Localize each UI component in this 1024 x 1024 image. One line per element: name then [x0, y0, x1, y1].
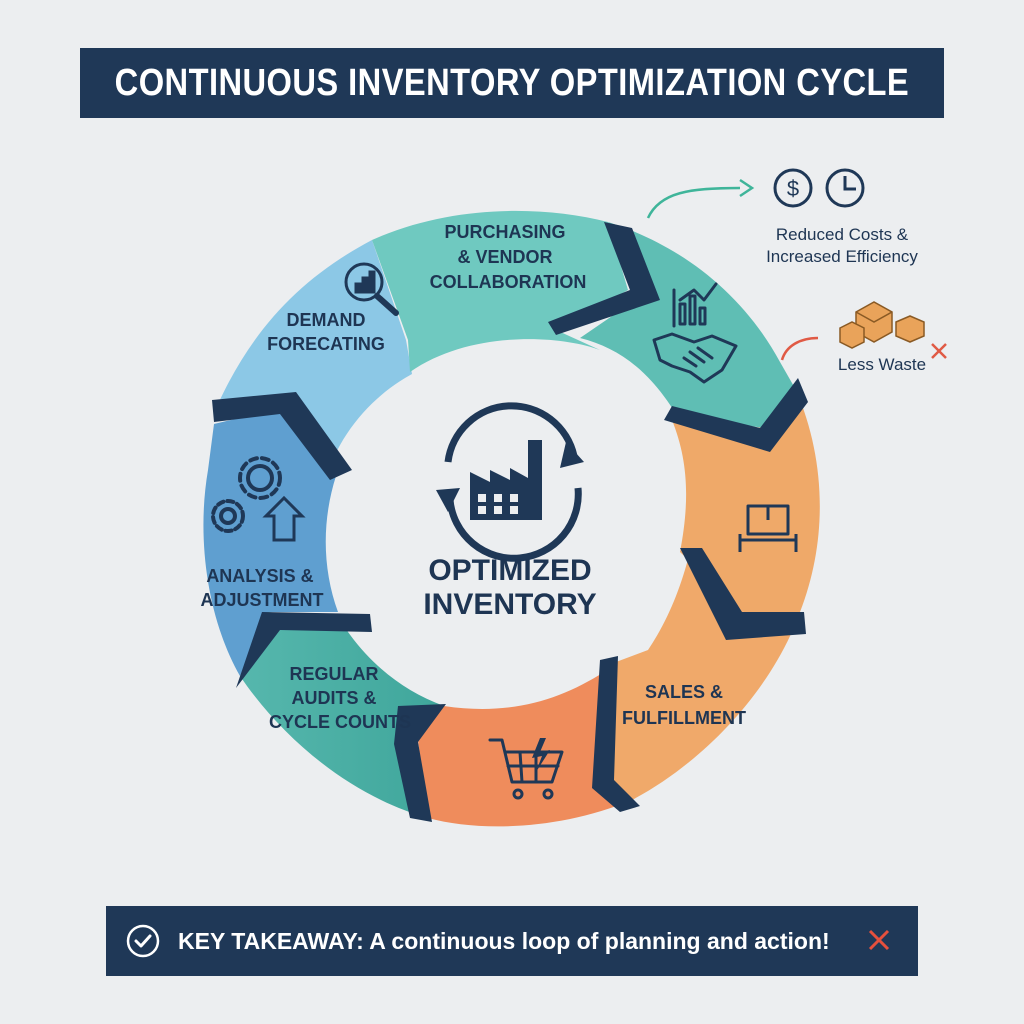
arrow-sales-to-cart [592, 656, 640, 812]
arrow-forecast-to-purchasing [212, 392, 352, 480]
center-label-line1: OPTIMIZED [428, 554, 591, 587]
boxes-icon [839, 301, 925, 349]
page-title: CONTINUOUS INVENTORY OPTIMIZATION CYCLE [114, 61, 910, 104]
analysis-label-line2: ADJUSTMENT [200, 590, 323, 610]
callout-arrow [646, 186, 741, 219]
audits-label-line3: CYCLE COUNTS [269, 712, 411, 732]
arrow-collab-to-receiving [664, 378, 808, 452]
segment-audits [240, 612, 444, 818]
segment-collaboration [580, 222, 796, 428]
takeaway-banner: KEY TAKEAWAY: A continuous loop of plann… [106, 906, 918, 976]
clock-icon [825, 168, 865, 208]
sales-label-line1: SALES & [645, 682, 723, 702]
gears-arrow-icon [211, 456, 306, 542]
sales-label-line2: FULFILLMENT [622, 708, 746, 728]
arrow-cart-to-audits [394, 704, 446, 822]
svg-text:$: $ [787, 176, 799, 201]
cycle-arrows [212, 222, 808, 822]
purchasing-label-line1: PURCHASING [444, 222, 565, 242]
check-circle-icon [126, 924, 160, 958]
segment-cart [418, 672, 632, 827]
callout-reduced-costs: $ Reduced Costs & Increased Efficiency [646, 168, 918, 266]
title-banner: CONTINUOUS INVENTORY OPTIMIZATION CYCLE [80, 48, 944, 118]
callout-arrow [780, 336, 819, 361]
package-on-shelf-icon [738, 504, 798, 552]
segment-receiving [672, 390, 820, 612]
forecasting-label-line2: FORECATING [267, 334, 385, 354]
callout-less-waste: Less Waste [780, 301, 947, 374]
audits-label-line1: REGULAR [290, 664, 379, 684]
takeaway-text: KEY TAKEAWAY: A continuous loop of plann… [178, 927, 830, 954]
arrow-receiving-to-sales [680, 548, 806, 640]
audits-label-line2: AUDITS & [292, 688, 377, 708]
segment-analysis [203, 404, 338, 676]
arrow-audits-to-analysis [236, 612, 372, 688]
ring-segments [203, 210, 820, 827]
handshake-chart-icon [652, 282, 738, 384]
callout-waste-label: Less Waste [838, 355, 926, 374]
callout-costs-line1: Reduced Costs & [776, 225, 909, 244]
callout-costs-line2: Increased Efficiency [766, 247, 918, 266]
x-mark-icon [868, 929, 890, 951]
purchasing-label-line3: COLLABORATION [430, 272, 587, 292]
analysis-label-line1: ANALYSIS & [206, 566, 313, 586]
segment-purchasing [372, 210, 628, 372]
forecasting-label-line1: DEMAND [287, 310, 366, 330]
dollar-icon: $ [773, 168, 813, 208]
segment-labels: PURCHASING & VENDOR COLLABORATION DEMAND… [200, 222, 746, 732]
shopping-cart-icon [488, 738, 564, 800]
center-label-line2: INVENTORY [423, 588, 596, 621]
magnifier-chart-icon [344, 262, 399, 316]
x-mark-icon [931, 343, 947, 359]
arrow-purchasing-to-collab [548, 222, 660, 335]
purchasing-label-line2: & VENDOR [457, 247, 552, 267]
factory-recycle-icon [436, 402, 584, 562]
